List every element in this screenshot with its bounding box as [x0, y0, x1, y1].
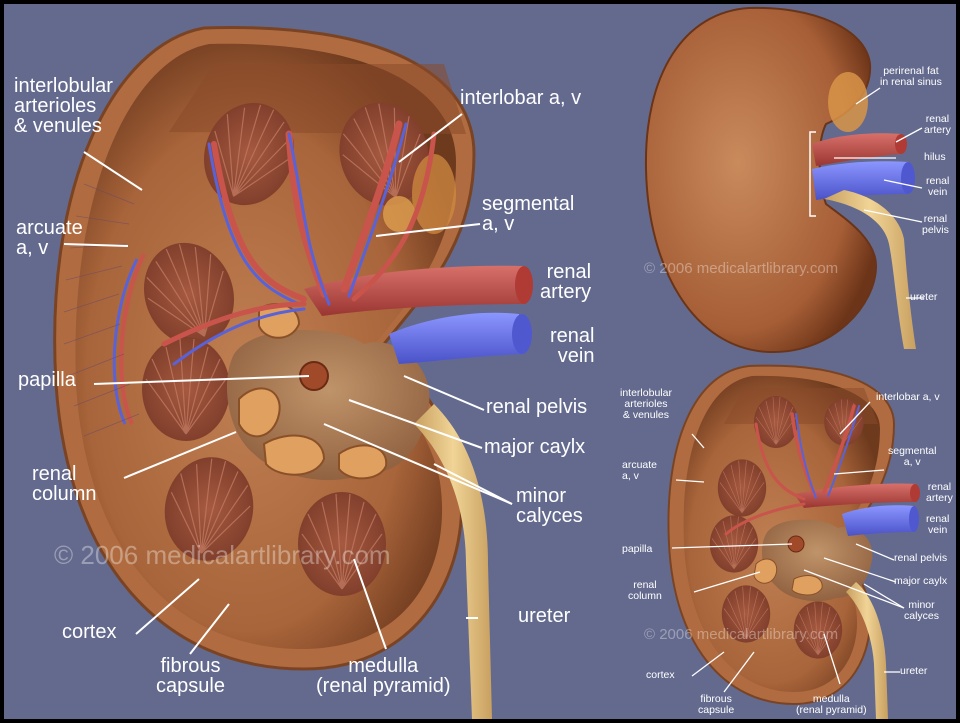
label-renal-pelvis: renal pelvis	[486, 397, 587, 417]
label-interlobar: interlobar a, v	[460, 88, 581, 108]
ext-label-renal-vein: renal vein	[926, 176, 949, 198]
label-major-calyx: major caylx	[484, 437, 585, 457]
label-interlobular: interlobular arterioles & venules	[14, 76, 113, 136]
label-renal-column: renal column	[32, 464, 96, 504]
small-label-fibrous-capsule: fibrous capsule	[698, 694, 734, 716]
label-papilla: papilla	[18, 370, 76, 390]
small-kidney	[668, 366, 920, 719]
watermark-small: © 2006 medicalartlibrary.com	[644, 626, 838, 643]
watermark-exterior: © 2006 medicalartlibrary.com	[644, 260, 838, 277]
small-label-minor-calyces: minor calyces	[904, 600, 939, 622]
small-label-segmental: segmental a, v	[888, 446, 936, 468]
exterior-kidney	[646, 8, 924, 352]
watermark-main: © 2006 medicalartlibrary.com	[54, 540, 391, 571]
kidney-illustrations	[4, 4, 956, 719]
label-medulla: medulla (renal pyramid)	[316, 656, 450, 696]
main-kidney	[55, 28, 533, 719]
label-arcuate: arcuate a, v	[16, 218, 83, 258]
label-segmental: segmental a, v	[482, 194, 574, 234]
ext-label-renal-artery: renal artery	[924, 114, 951, 136]
small-label-major-calyx: major caylx	[894, 576, 947, 587]
figure-background: © 2006 medicalartlibrary.com © 2006 medi…	[4, 4, 956, 719]
small-label-renal-column: renal column	[628, 580, 662, 602]
ext-label-perirenal-fat: perirenal fat in renal sinus	[880, 66, 942, 88]
ext-label-hilus: hilus	[924, 152, 946, 163]
small-label-renal-artery: renal artery	[926, 482, 953, 504]
small-label-cortex: cortex	[646, 670, 675, 681]
small-label-renal-pelvis: renal pelvis	[894, 553, 947, 564]
small-label-arcuate: arcuate a, v	[622, 460, 657, 482]
label-cortex: cortex	[62, 622, 116, 642]
small-label-renal-vein: renal vein	[926, 514, 949, 536]
label-renal-artery: renal artery	[540, 262, 591, 302]
label-ureter: ureter	[518, 606, 570, 626]
ext-label-renal-pelvis: renal pelvis	[922, 214, 949, 236]
small-label-papilla: papilla	[622, 544, 652, 555]
label-fibrous-capsule: fibrous capsule	[156, 656, 225, 696]
small-label-interlobar: interlobar a, v	[876, 392, 940, 403]
label-renal-vein: renal vein	[550, 326, 594, 366]
small-label-medulla: medulla (renal pyramid)	[796, 694, 867, 716]
ext-label-ureter: ureter	[910, 292, 937, 303]
small-label-interlobular: interlobular arterioles & venules	[620, 388, 672, 421]
label-minor-calyces: minor calyces	[516, 486, 583, 526]
small-label-ureter: ureter	[900, 666, 927, 677]
